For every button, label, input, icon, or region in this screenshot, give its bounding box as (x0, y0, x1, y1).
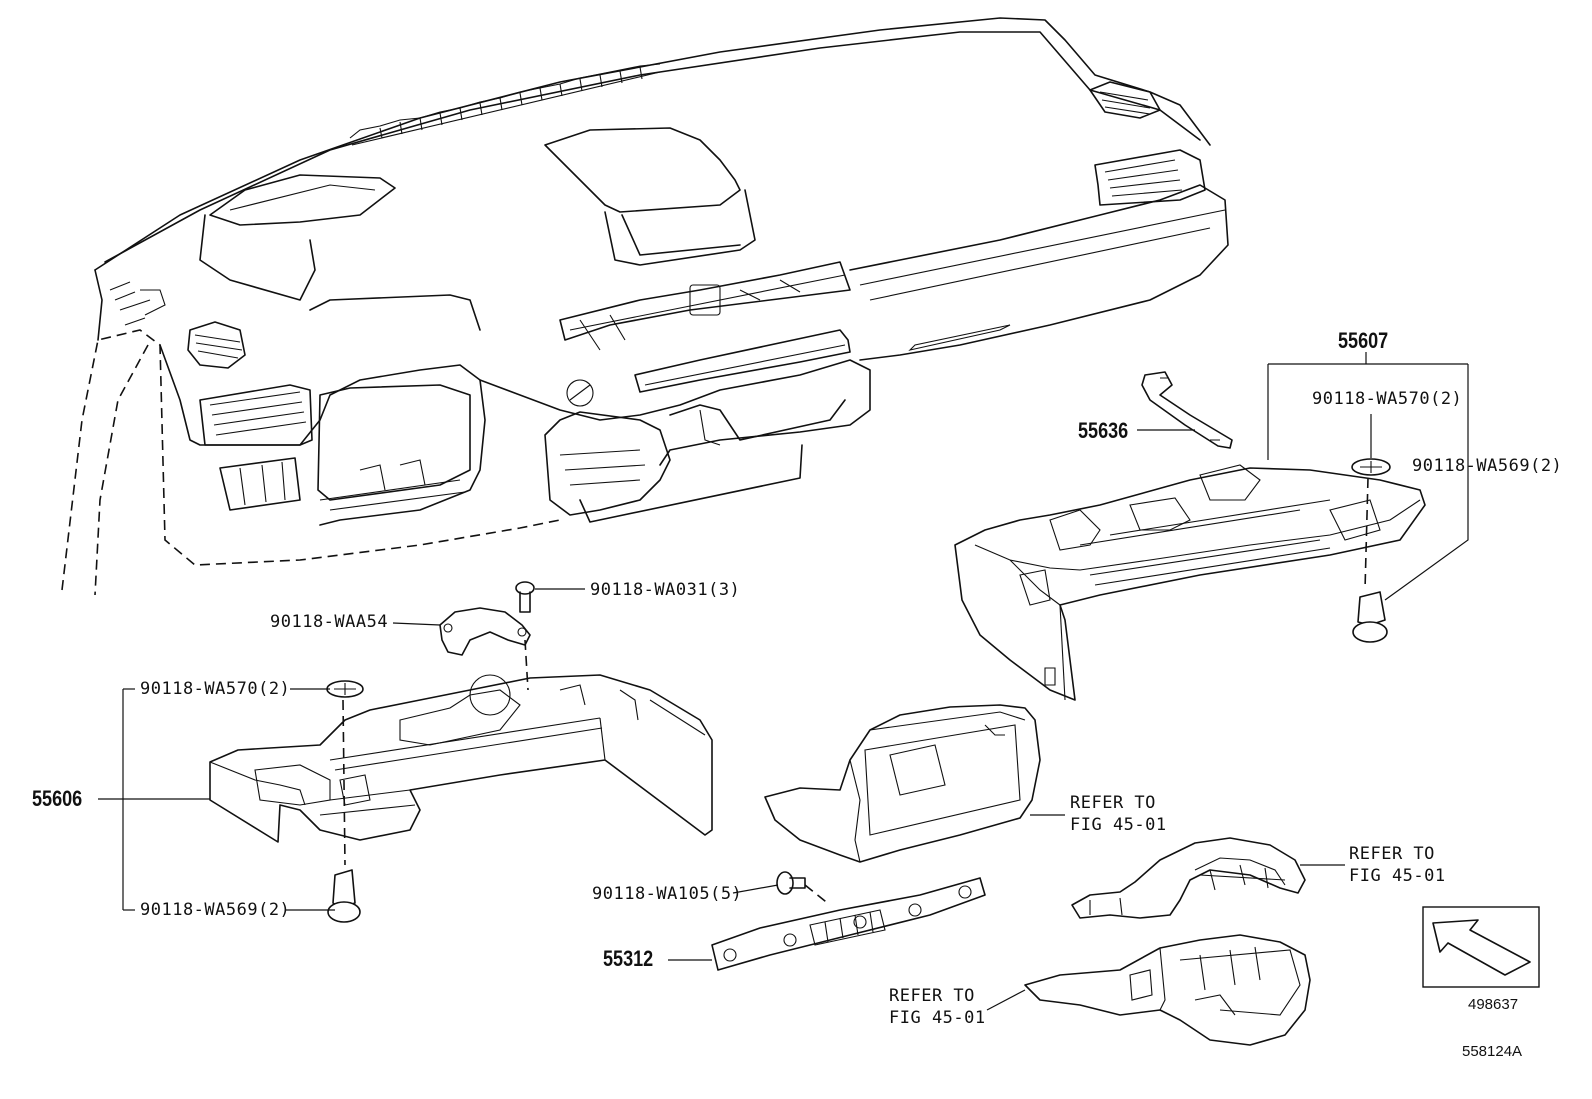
label-wa570-right: 90118-WA570(2) (1312, 389, 1463, 409)
clip-wa569-right (1352, 591, 1388, 643)
inset-code: 498637 (1468, 996, 1519, 1013)
part-55607-lower-panel (954, 464, 1426, 701)
refer-line-2: FIG 45-01 (1070, 815, 1167, 835)
label-55607: 55607 (1338, 328, 1389, 353)
label-55606: 55606 (32, 786, 83, 811)
steering-column-cover-upper (1071, 837, 1306, 919)
refer-line-2: FIG 45-01 (1349, 866, 1446, 886)
refer-line-1: REFER TO (1349, 844, 1435, 864)
part-55312-strip (711, 877, 986, 971)
clip-wa570-right (1351, 458, 1391, 476)
front-direction-arrow-icon (1422, 906, 1540, 988)
label-wa031: 90118-WA031(3) (590, 580, 741, 600)
refer-line-2: FIG 45-01 (889, 1008, 986, 1028)
steering-column-cover-lower (1024, 934, 1311, 1046)
label-refer-lower-cover: REFER TO FIG 45-01 (889, 985, 986, 1029)
glove-box-part (764, 704, 1041, 863)
label-55312: 55312 (603, 946, 654, 971)
part-55636-bracket (1141, 371, 1233, 449)
label-wa570-left: 90118-WA570(2) (140, 679, 291, 699)
label-wa105: 90118-WA105(5) (592, 884, 743, 904)
instrument-panel-assembly (61, 17, 1229, 596)
leader-lines (98, 352, 1469, 1011)
part-55606-lower-panel (209, 674, 713, 843)
label-waa54: 90118-WAA54 (270, 612, 389, 632)
clip-waa54-bracket (439, 607, 531, 656)
screw-wa031 (515, 581, 535, 613)
label-refer-glove-box: REFER TO FIG 45-01 (1070, 792, 1167, 836)
refer-line-1: REFER TO (889, 986, 975, 1006)
clip-wa569-left (327, 869, 361, 923)
label-wa569-left: 90118-WA569(2) (140, 900, 291, 920)
refer-line-1: REFER TO (1070, 793, 1156, 813)
screw-wa105 (776, 871, 806, 895)
label-refer-upper-cover: REFER TO FIG 45-01 (1349, 843, 1446, 887)
label-55636: 55636 (1078, 418, 1129, 443)
label-wa569-right: 90118-WA569(2) (1412, 456, 1563, 476)
clip-wa570-left (326, 680, 364, 698)
diagram-code: 558124A (1462, 1043, 1523, 1060)
